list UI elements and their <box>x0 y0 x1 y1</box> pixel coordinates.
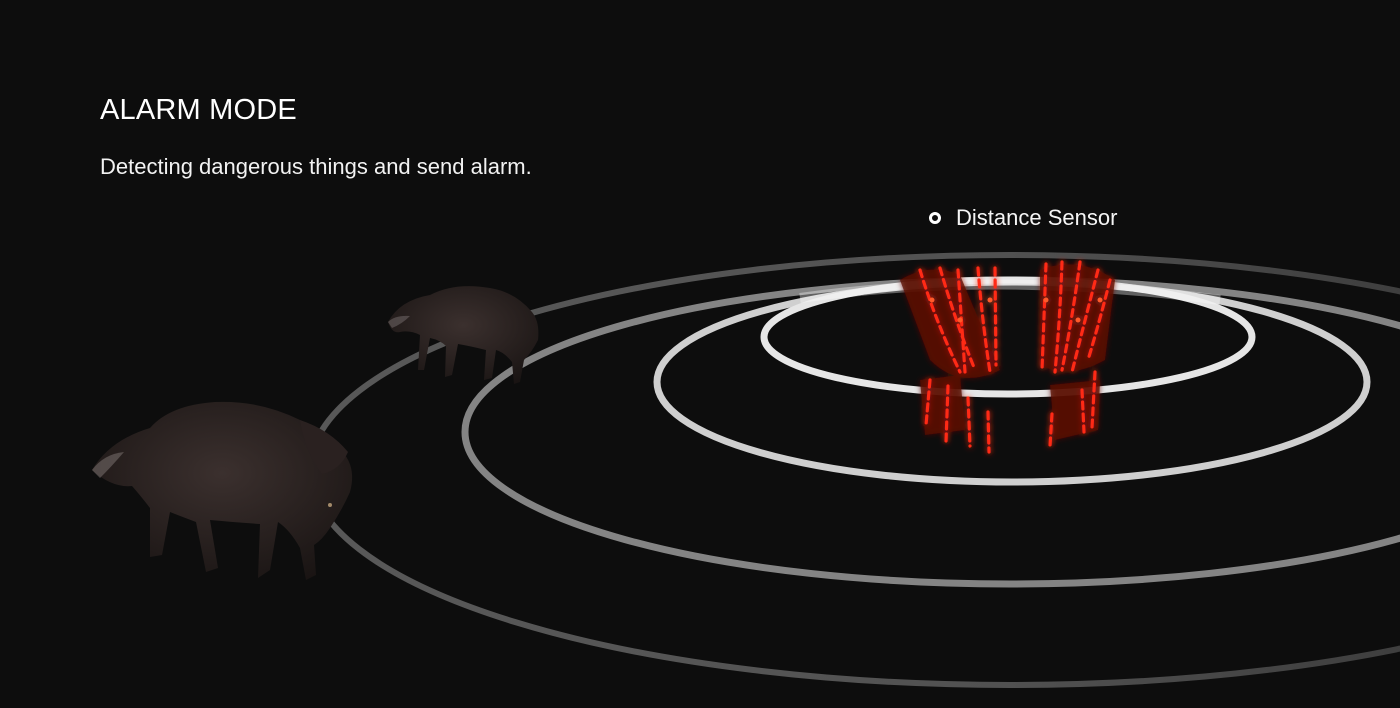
page-subtitle: Detecting dangerous things and send alar… <box>100 154 532 179</box>
distance-sensor-callout: Distance Sensor <box>929 205 1117 231</box>
page-title: ALARM MODE <box>100 94 297 126</box>
distance-sensor-label: Distance Sensor <box>956 205 1118 230</box>
led-signal-light <box>900 260 1115 454</box>
wolf-large <box>92 401 353 580</box>
ring-dot-icon <box>929 212 941 224</box>
wolf-small <box>388 286 539 384</box>
range-ring-2 <box>653 278 1371 486</box>
range-ring-inner <box>760 276 1256 398</box>
